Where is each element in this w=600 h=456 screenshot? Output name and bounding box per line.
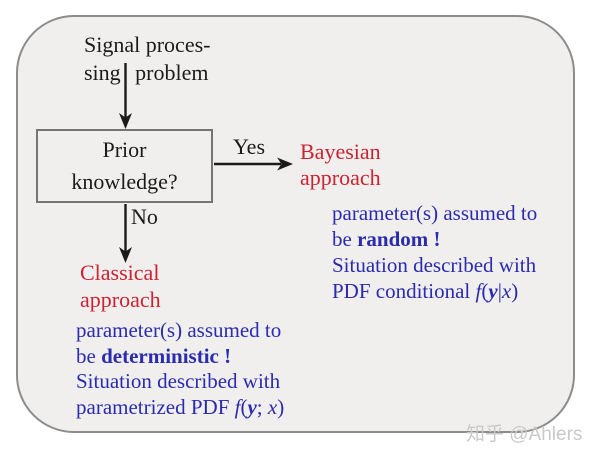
classical-note-line2: be deterministic !: [76, 343, 232, 368]
bayesian-approach-label: Bayesian approach: [300, 139, 381, 191]
bayesian-note-line1: parameter(s) assumed to: [332, 201, 538, 225]
start-line1: Signal proces-: [84, 32, 211, 57]
decision-box: Prior knowledge?: [36, 129, 213, 203]
formula-y: y: [247, 394, 257, 419]
classical-note-line3: Situation described with: [76, 369, 281, 393]
classical-approach-label: Classical approach: [80, 259, 161, 313]
bayesian-note-line2: be random !: [332, 227, 441, 251]
classical-line2: approach: [80, 287, 161, 312]
classical-note-line1: parameter(s) assumed to: [76, 318, 282, 342]
classical-note: parameter(s) assumed to be deterministic…: [76, 318, 284, 420]
bayesian-note-line4: PDF conditional f(y|x): [332, 279, 519, 303]
formula-x: x: [267, 394, 278, 419]
yes-branch-label: Yes: [233, 134, 266, 159]
classical-line1: Classical: [80, 260, 160, 285]
decision-line2: knowledge?: [71, 168, 178, 194]
decision-line1: Prior: [102, 137, 147, 163]
bayesian-note-line3: Situation described with: [332, 253, 537, 277]
no-branch-label: No: [131, 204, 158, 229]
formula-x: x: [501, 279, 512, 303]
start-node: Signal proces- sing problem: [84, 31, 210, 87]
classical-note-line4: parametrized PDF f(y; x): [76, 394, 285, 419]
formula-y: y: [488, 279, 498, 303]
formula-f: f: [475, 279, 482, 303]
bayesian-line2: approach: [300, 165, 381, 190]
bayesian-line1: Bayesian: [300, 139, 381, 164]
rounded-panel: [16, 15, 575, 433]
start-line2: sing problem: [84, 60, 209, 85]
formula-f: f: [234, 394, 241, 419]
deterministic-bold-text: deterministic !: [101, 343, 232, 368]
random-bold-text: random !: [357, 227, 441, 251]
zhihu-watermark: 知乎 @Ahlers: [466, 424, 583, 445]
bayesian-note: parameter(s) assumed to be random ! Situ…: [332, 200, 537, 304]
